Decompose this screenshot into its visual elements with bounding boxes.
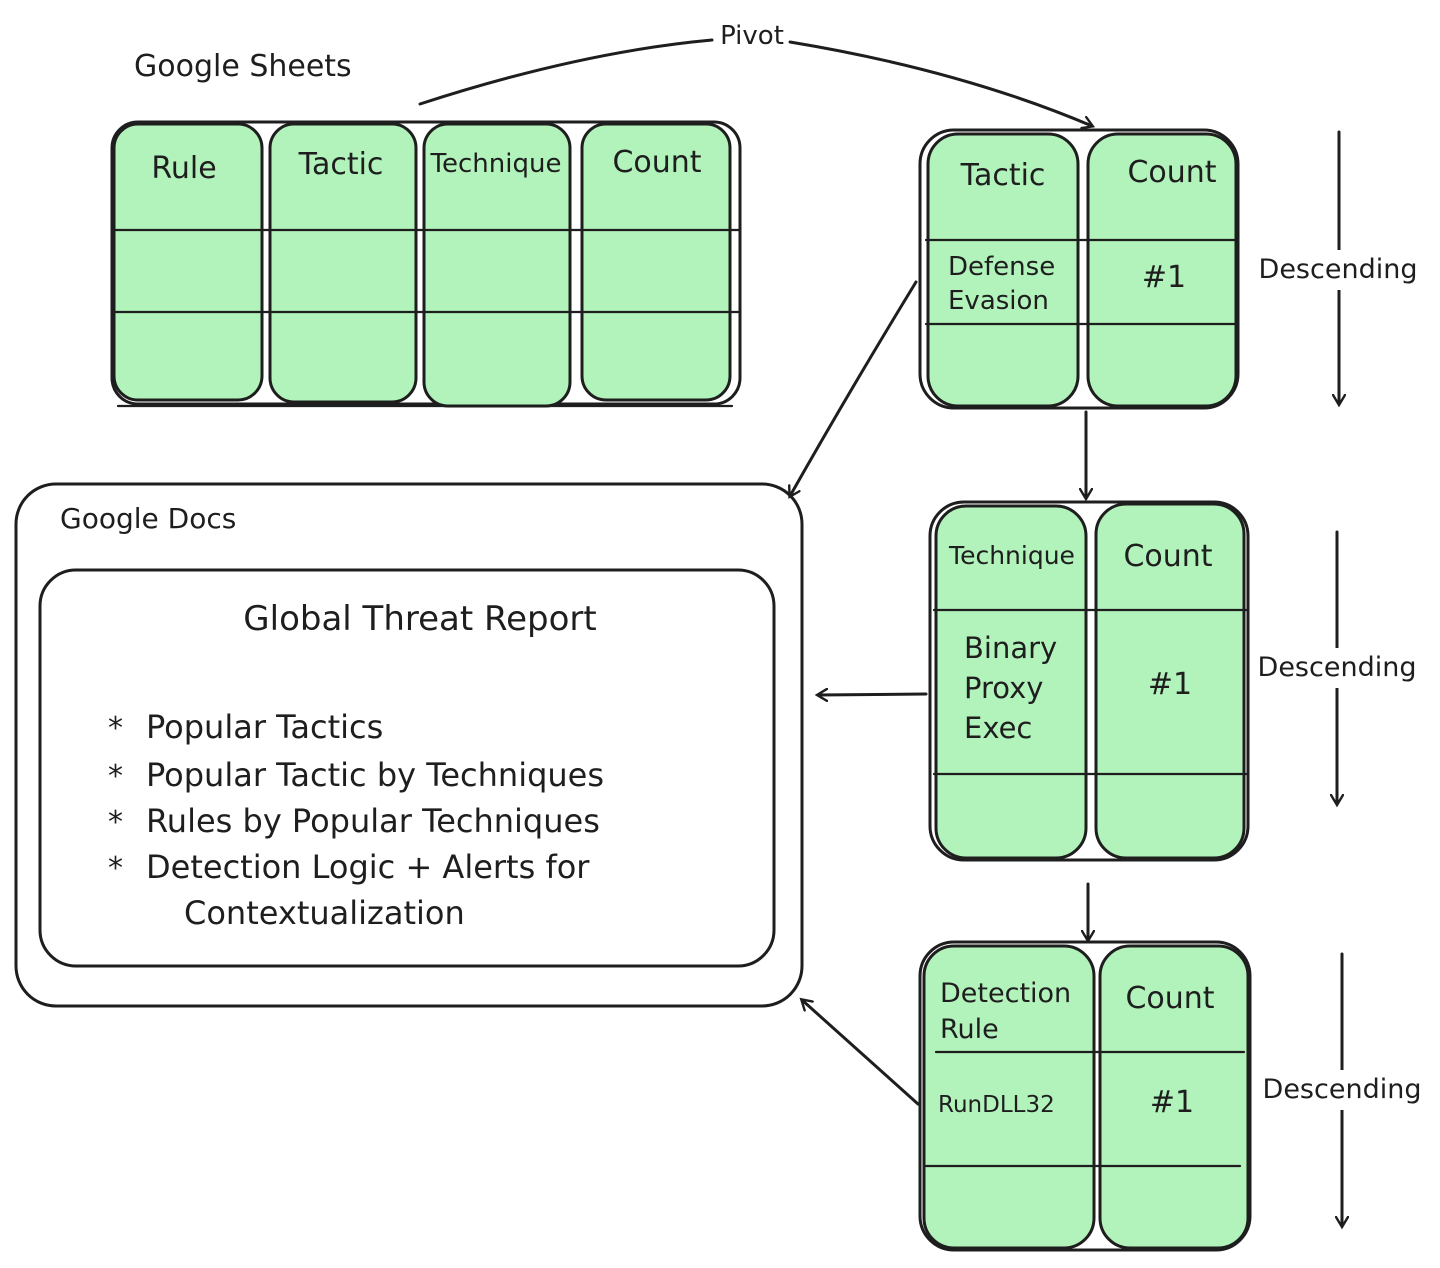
technique-row-label-line1: Binary: [964, 631, 1057, 665]
technique-row-count: #1: [1148, 667, 1192, 702]
rule-count-column: [1098, 944, 1250, 1250]
google-docs-section: Google Docs Global Threat Report * Popul…: [14, 482, 804, 1008]
bullet-detection-logic-continued: Contextualization: [184, 894, 465, 932]
docs-title: Google Docs: [60, 502, 236, 535]
rule-table: Detection Rule Count RunDLL32 #1 Descend…: [918, 940, 1424, 1252]
rule-header-line1: Detection: [940, 978, 1071, 1009]
sheets-column-count: [580, 122, 732, 402]
sheets-title: Google Sheets: [134, 49, 352, 84]
technique-table-frame: [928, 500, 1250, 862]
tactic-row-label-line2: Evasion: [948, 286, 1049, 316]
rule-count-header: Count: [1125, 981, 1214, 1016]
pivot-connector: Pivot: [418, 21, 1092, 126]
tactic-row-count: #1: [1142, 260, 1186, 295]
bullet-marker: *: [108, 711, 123, 746]
tactic-row-label-line1: Defense: [948, 252, 1055, 282]
tactic-header: Tactic: [960, 158, 1046, 193]
technique-row-label-line2: Proxy: [964, 671, 1043, 705]
tactic-table-frame: [918, 128, 1240, 410]
report-document: [38, 568, 776, 968]
technique-header: Technique: [948, 541, 1075, 570]
pivot-arrow: [418, 38, 1092, 126]
sheets-header-count: Count: [612, 145, 701, 180]
sheets-column-tactic: [268, 122, 418, 404]
technique-count-header: Count: [1123, 539, 1212, 574]
report-title: Global Threat Report: [243, 599, 596, 639]
rule-sort-label: Descending: [1263, 1074, 1422, 1105]
technique-sort-label: Descending: [1258, 652, 1417, 683]
sheets-column-rule: [112, 122, 264, 402]
tactic-sort-label: Descending: [1259, 254, 1418, 285]
bullet-detection-logic: Detection Logic + Alerts for: [146, 848, 590, 886]
technique-to-docs-arrow: [818, 694, 928, 695]
sheets-header-tactic: Tactic: [298, 147, 384, 182]
tactic-table: Tactic Count Defense Evasion #1 Descendi…: [918, 128, 1420, 410]
bullet-tactic-by-techniques: Popular Tactic by Techniques: [146, 756, 604, 794]
rule-table-frame: [918, 940, 1252, 1252]
bullet-marker: *: [108, 759, 123, 794]
bullet-marker: *: [108, 805, 123, 840]
technique-count-column: [1094, 502, 1246, 860]
technique-column: [934, 504, 1088, 860]
sheets-header-rule: Rule: [151, 151, 216, 186]
pivot-label: Pivot: [720, 21, 784, 51]
tactic-to-docs-arrow: [790, 280, 918, 496]
bullet-popular-tactics: Popular Tactics: [146, 708, 383, 746]
technique-row-label-line3: Exec: [964, 711, 1032, 745]
sort-label-backdrop: [1258, 1070, 1424, 1110]
rule-column: [922, 944, 1096, 1250]
rule-header-line2: Rule: [940, 1014, 999, 1045]
technique-table: Technique Count Binary Proxy Exec #1 Des…: [928, 500, 1420, 862]
tactic-count-header: Count: [1127, 155, 1216, 190]
tactic-column: [926, 132, 1080, 408]
google-sheets-section: Google Sheets Rule Tactic Technique Coun…: [110, 49, 742, 408]
rule-row-label: RunDLL32: [938, 1092, 1055, 1118]
bullet-marker: *: [108, 851, 123, 886]
sort-label-backdrop: [1254, 648, 1420, 688]
rule-row-count: #1: [1150, 1085, 1194, 1120]
tactic-count-column: [1086, 132, 1238, 408]
sheets-header-technique: Technique: [430, 149, 562, 179]
bullet-rules-by-techniques: Rules by Popular Techniques: [146, 802, 600, 840]
rule-to-docs-arrow: [802, 1000, 920, 1106]
sort-label-backdrop: [1256, 250, 1420, 290]
sheets-table-frame: [110, 120, 742, 406]
